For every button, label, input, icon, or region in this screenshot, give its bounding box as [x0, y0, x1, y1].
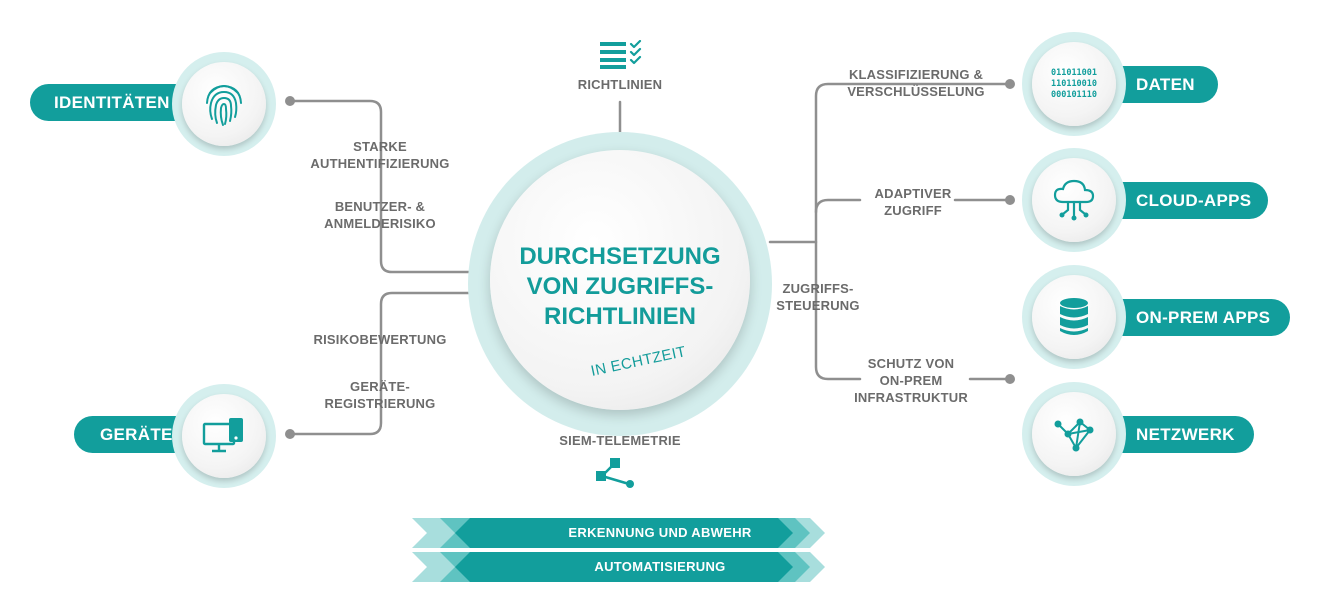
database-icon — [1060, 298, 1088, 335]
identities-node[interactable] — [172, 52, 276, 156]
network-icon — [1054, 418, 1094, 452]
cloud-icon — [1053, 179, 1095, 221]
daten-node[interactable]: 011011001 110110010 000101110 — [1022, 32, 1126, 136]
fingerprint-icon — [206, 84, 242, 126]
label-adaptiver-zugriff: ADAPTIVER ZUGRIFF — [874, 186, 952, 218]
binary-data-icon: 011011001 110110010 000101110 — [1050, 67, 1098, 100]
netzwerk-node[interactable] — [1022, 382, 1126, 486]
label-starke-authentifizierung: STARKE AUTHENTIFIZIERUNG — [310, 139, 450, 171]
label-klassifizierung: KLASSIFIZIERUNG & VERSCHLÜSSELUNG — [847, 67, 985, 99]
label-zugriffssteuerung: ZUGRIFFS- STEUERUNG — [776, 281, 860, 313]
center-title: DURCHSETZUNG VON ZUGRIFFS- RICHTLINIEN — [519, 243, 721, 330]
cloud-apps-node[interactable] — [1022, 148, 1126, 252]
on-prem-apps-node[interactable] — [1022, 265, 1126, 369]
label-risikobewertung: RISIKOBEWERTUNG — [313, 332, 447, 347]
policy-list-icon — [600, 40, 642, 69]
center-subtitle: IN ECHTZEIT — [589, 343, 688, 380]
banner-automatisierung: AUTOMATISIERUNG — [594, 559, 726, 574]
label-schutz-on-prem: SCHUTZ VON ON-PREM INFRASTRUKTUR — [854, 356, 968, 405]
label-benutzer-anmelderisiko: BENUTZER- & ANMELDERISIKO — [324, 199, 436, 231]
center-circle: DURCHSETZUNG VON ZUGRIFFS- RICHTLINIEN I… — [468, 132, 772, 436]
devices-node[interactable] — [172, 384, 276, 488]
banner-erkennung-abwehr: ERKENNUNG UND ABWEHR — [568, 525, 752, 540]
label-richtlinien: RICHTLINIEN — [577, 77, 663, 92]
devices-icon — [202, 418, 243, 453]
label-geraete-registrierung: GERÄTE- REGISTRIERUNG — [324, 379, 436, 411]
label-siem-telemetrie: SIEM-TELEMETRIE — [559, 433, 681, 448]
share-icon — [596, 458, 634, 488]
